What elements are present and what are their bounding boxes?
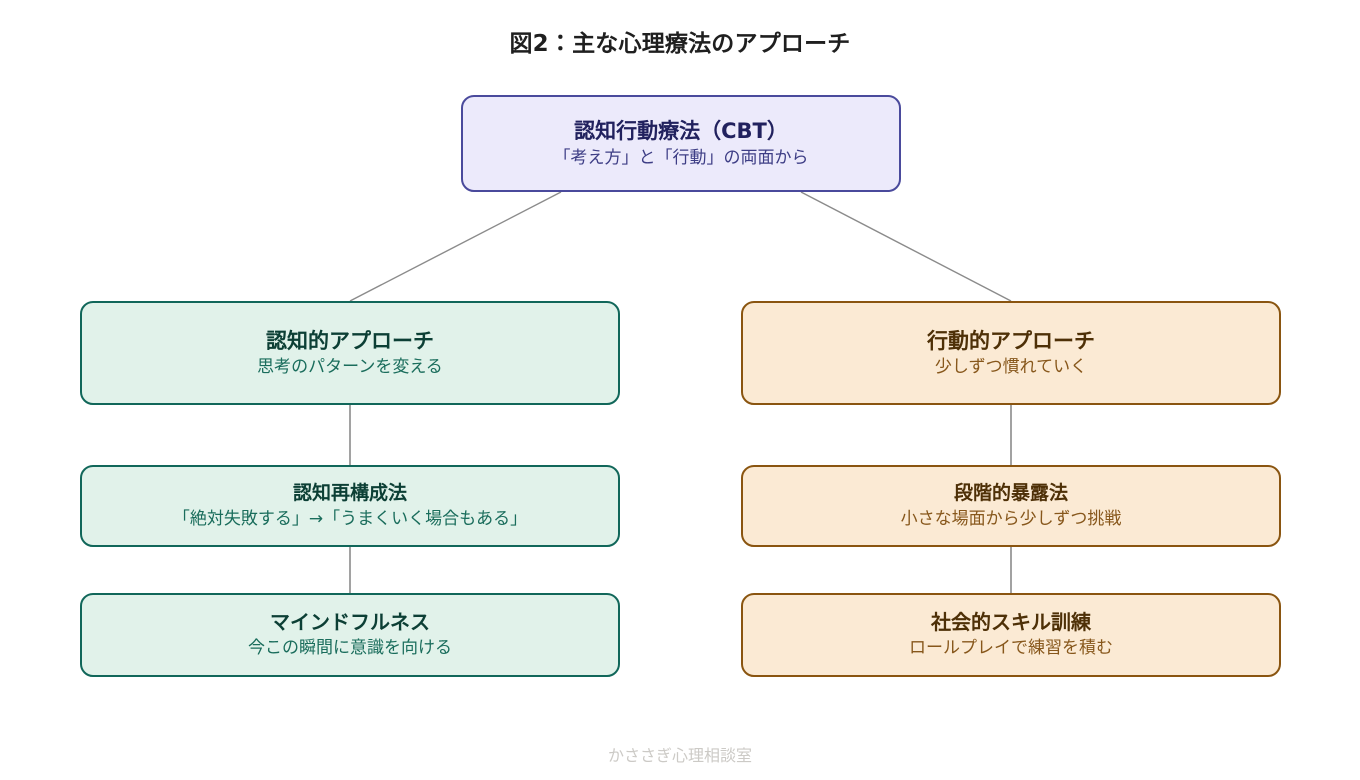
- node-behavioral-approach[interactable]: 行動的アプローチ 少しずつ慣れていく: [741, 301, 1281, 405]
- node-cognitive-approach[interactable]: 認知的アプローチ 思考のパターンを変える: [80, 301, 620, 405]
- node-title: 認知的アプローチ: [266, 328, 434, 353]
- node-title: 行動的アプローチ: [927, 328, 1095, 353]
- node-cognitive-restructuring[interactable]: 認知再構成法 「絶対失敗する」→「うまくいく場合もある」: [80, 465, 620, 547]
- node-title: 認知再構成法: [292, 482, 407, 505]
- node-subtitle: 「考え方」と「行動」の両面から: [553, 147, 809, 168]
- node-subtitle: 今この瞬間に意識を向ける: [248, 638, 452, 659]
- connector-root-to-cognitive: [349, 191, 562, 302]
- node-subtitle: 思考のパターンを変える: [257, 357, 443, 378]
- node-title: 段階的暴露法: [953, 482, 1068, 505]
- node-subtitle: ロールプレイで練習を積む: [909, 638, 1113, 659]
- footer-credit: かささぎ心理相談室: [607, 746, 752, 765]
- node-social-skills-training[interactable]: 社会的スキル訓練 ロールプレイで練習を積む: [741, 593, 1281, 677]
- node-title: マインドフルネス: [270, 610, 430, 635]
- node-title: 社会的スキル訓練: [931, 610, 1091, 635]
- connector-root-to-behavioral: [800, 191, 1012, 302]
- node-subtitle: 小さな場面から少しずつ挑戦: [900, 508, 1122, 529]
- node-title: 認知行動療法（CBT）: [574, 119, 788, 144]
- node-mindfulness[interactable]: マインドフルネス 今この瞬間に意識を向ける: [80, 593, 620, 677]
- node-cbt-root[interactable]: 認知行動療法（CBT） 「考え方」と「行動」の両面から: [461, 95, 901, 192]
- node-subtitle: 「絶対失敗する」→「うまくいく場合もある」: [172, 508, 528, 529]
- node-subtitle: 少しずつ慣れていく: [934, 357, 1088, 378]
- page-title: 図2：主な心理療法のアプローチ: [509, 31, 851, 57]
- node-graded-exposure[interactable]: 段階的暴露法 小さな場面から少しずつ挑戦: [741, 465, 1281, 547]
